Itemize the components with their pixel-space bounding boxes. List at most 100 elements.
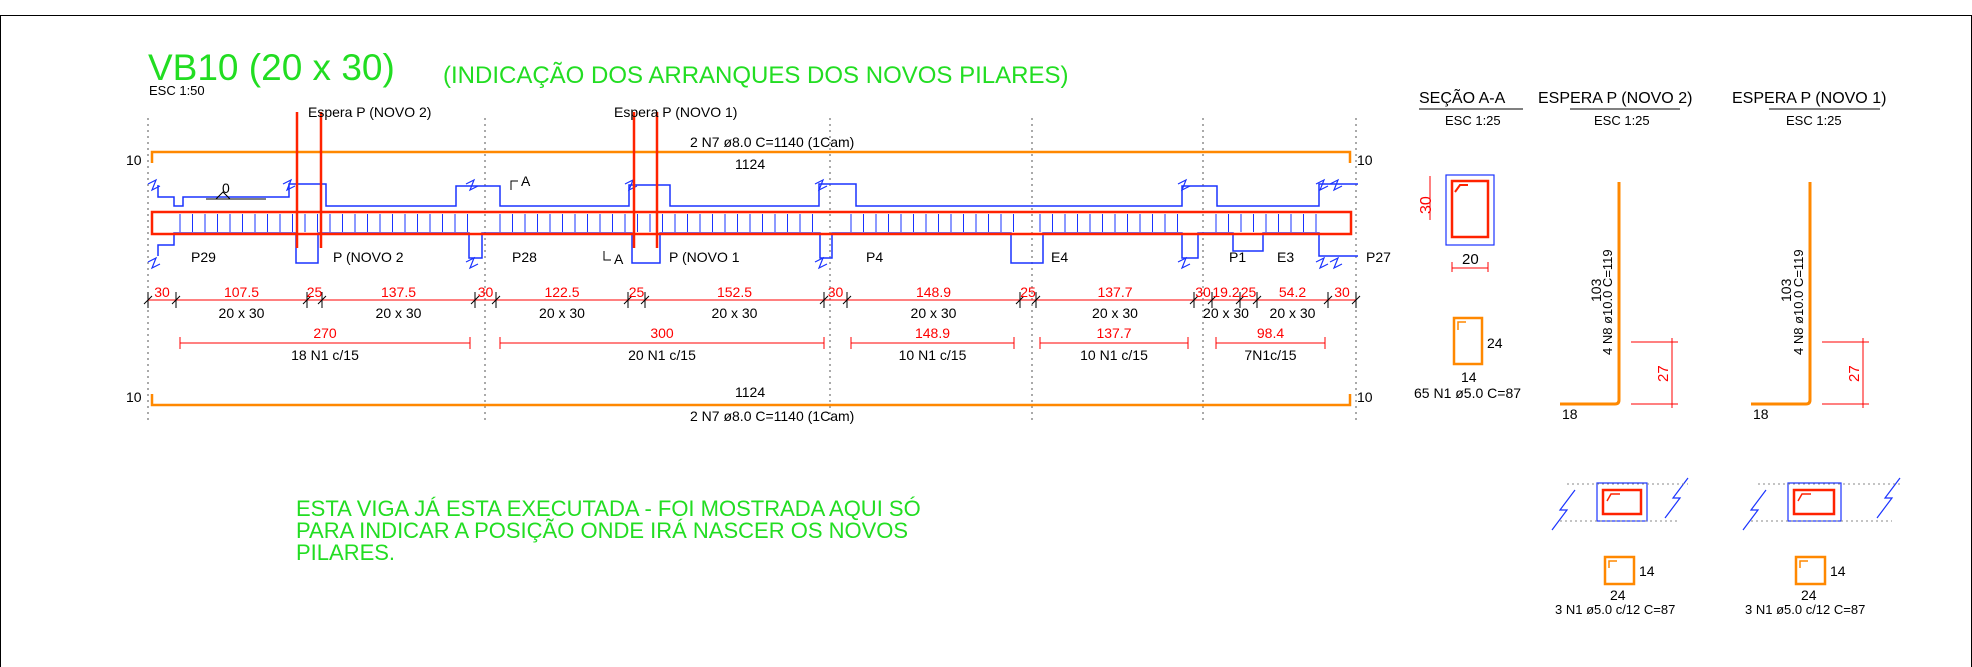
bottom-bar-hook-left: 10 bbox=[126, 389, 142, 405]
top-bar: 2 N7 ø8.0 C=1140 (1Cam) 1124 10 10 bbox=[126, 134, 1373, 172]
stirrup-group-dimensions: 270 18 N1 c/15 300 20 N1 c/15 148.9 10 N1 c/1… bbox=[179, 325, 1326, 363]
span-dimension-line: 30 107.5 20 x 30 25 137.5 20 x 30 30 122.5 20 x … bbox=[143, 284, 1361, 321]
span-section-size: 20 x 30 bbox=[1270, 305, 1316, 321]
span-section-size: 20 x 30 bbox=[1092, 305, 1138, 321]
support-label: E3 bbox=[1277, 249, 1294, 265]
span-dimension: 30 bbox=[828, 284, 844, 300]
span-dimension: 25 bbox=[1241, 284, 1257, 300]
espera-detail-title: ESPERA P (NOVO 2) bbox=[1538, 90, 1692, 107]
span-section-size: 20 x 30 bbox=[712, 305, 758, 321]
espera-detail-stirrup-spec: 3 N1 ø5.0 c/12 C=87 bbox=[1745, 602, 1865, 617]
espera-label-novo1: Espera P (NOVO 1) bbox=[614, 104, 737, 120]
span-section-size: 20 x 30 bbox=[539, 305, 585, 321]
span-section-size: 20 x 30 bbox=[219, 305, 265, 321]
espera-detail-stirrup-spec: 3 N1 ø5.0 c/12 C=87 bbox=[1555, 602, 1675, 617]
span-dimension: 25 bbox=[307, 284, 323, 300]
espera-detail-stirrup-height: 14 bbox=[1639, 563, 1655, 579]
beam-elevation: 0 A A bbox=[147, 173, 1358, 270]
stirrup-group-length: 98.4 bbox=[1257, 325, 1284, 341]
section-aa-scale: ESC 1:25 bbox=[1445, 113, 1501, 128]
espera-detail-bar-length: 103 bbox=[1778, 278, 1794, 302]
espera-detail-bar-spec: 4 N8 ø10.0 C=119 bbox=[1791, 249, 1806, 355]
espera-detail-hook: 18 bbox=[1753, 406, 1769, 422]
espera-detail-bar-length: 103 bbox=[1588, 278, 1604, 302]
top-bar-spec: 2 N7 ø8.0 C=1140 (1Cam) bbox=[690, 134, 854, 150]
espera-detail-novo2: ESPERA P (NOVO 2) ESC 1:25 103 4 N8 ø10.… bbox=[1538, 90, 1692, 617]
top-bar-length: 1124 bbox=[735, 156, 765, 172]
execution-note: ESTA VIGA JÁ ESTA EXECUTADA - FOI MOSTRA… bbox=[296, 496, 921, 565]
support-label: P27 bbox=[1366, 249, 1391, 265]
support-label: P1 bbox=[1229, 249, 1246, 265]
span-dimension: 152.5 bbox=[717, 284, 752, 300]
stirrup-group-length: 300 bbox=[650, 325, 674, 341]
beam-scale: ESC 1:50 bbox=[149, 83, 205, 98]
section-cut-bottom-label: A bbox=[614, 251, 624, 267]
top-bar-hook-left: 10 bbox=[126, 152, 142, 168]
span-dimension: 148.9 bbox=[916, 284, 951, 300]
espera-detail-bar-spec: 4 N8 ø10.0 C=119 bbox=[1600, 249, 1615, 355]
section-aa-stirrup-height: 24 bbox=[1487, 335, 1503, 351]
espera-detail-stirrup-width: 24 bbox=[1610, 587, 1626, 603]
stirrup-group-length: 148.9 bbox=[915, 325, 950, 341]
span-section-size: 20 x 30 bbox=[911, 305, 957, 321]
espera-detail-hook: 18 bbox=[1562, 406, 1578, 422]
stirrup-group-spec: 10 N1 c/15 bbox=[1080, 347, 1148, 363]
section-cut-markers: A A bbox=[510, 173, 624, 267]
span-dimension: 30 bbox=[478, 284, 494, 300]
span-dimension: 25 bbox=[629, 284, 645, 300]
span-dimension: 122.5 bbox=[544, 284, 579, 300]
section-aa: SEÇÃO A-A ESC 1:25 30 20 24 14 65 N1 ø5.… bbox=[1414, 87, 1523, 401]
span-dimension: 30 bbox=[1334, 284, 1350, 300]
note-line: PILARES. bbox=[296, 540, 395, 565]
espera-detail-novo1: ESPERA P (NOVO 1) ESC 1:25 103 4 N8 ø10.… bbox=[1732, 90, 1901, 617]
espera-detail-scale: ESC 1:25 bbox=[1594, 113, 1650, 128]
espera-detail-title: ESPERA P (NOVO 1) bbox=[1732, 90, 1886, 107]
stirrup-group-spec: 10 N1 c/15 bbox=[899, 347, 967, 363]
span-dimension: 30 bbox=[1195, 284, 1211, 300]
support-label: P4 bbox=[866, 249, 883, 265]
espera-bars-elevation: Espera P (NOVO 2) Espera P (NOVO 1) bbox=[295, 104, 737, 248]
level-mark: 0 bbox=[206, 180, 266, 200]
span-section-size: 20 x 30 bbox=[1203, 305, 1249, 321]
stirrup-group-spec: 20 N1 c/15 bbox=[628, 347, 696, 363]
espera-label-novo2: Espera P (NOVO 2) bbox=[308, 104, 431, 120]
top-bar-hook-right: 10 bbox=[1357, 152, 1373, 168]
bottom-bar: 1124 2 N7 ø8.0 C=1140 (1Cam) 10 10 bbox=[126, 384, 1373, 424]
support-labels: P29 P (NOVO 2 P28 P (NOVO 1 P4 E4 P1 E3 … bbox=[191, 249, 1391, 265]
bottom-bar-length: 1124 bbox=[735, 384, 765, 400]
section-aa-title: SEÇÃO A-A bbox=[1419, 87, 1506, 107]
span-dimension: 137.7 bbox=[1097, 284, 1132, 300]
stirrup-group-length: 137.7 bbox=[1096, 325, 1131, 341]
espera-detail-lap: 27 bbox=[1846, 365, 1863, 382]
support-label: P29 bbox=[191, 249, 216, 265]
stirrup-group-length: 270 bbox=[313, 325, 337, 341]
support-label: P (NOVO 2 bbox=[333, 249, 404, 265]
support-label: P (NOVO 1 bbox=[669, 249, 740, 265]
section-aa-stirrup-width: 14 bbox=[1461, 369, 1477, 385]
level-value: 0 bbox=[222, 180, 230, 196]
bottom-bar-spec: 2 N7 ø8.0 C=1140 (1Cam) bbox=[690, 408, 854, 424]
note-line: ESTA VIGA JÁ ESTA EXECUTADA - FOI MOSTRA… bbox=[296, 496, 921, 521]
beam-title: VB10 (20 x 30) bbox=[148, 47, 395, 88]
support-label: P28 bbox=[512, 249, 537, 265]
espera-detail-stirrup-width: 24 bbox=[1801, 587, 1817, 603]
section-aa-stirrup-spec: 65 N1 ø5.0 C=87 bbox=[1414, 385, 1521, 401]
support-label: E4 bbox=[1051, 249, 1068, 265]
span-dimension: 107.5 bbox=[224, 284, 259, 300]
span-section-size: 20 x 30 bbox=[376, 305, 422, 321]
stirrup-group-spec: 18 N1 c/15 bbox=[291, 347, 359, 363]
section-aa-height: 30 bbox=[1418, 196, 1435, 214]
espera-detail-scale: ESC 1:25 bbox=[1786, 113, 1842, 128]
span-dimension: 137.5 bbox=[381, 284, 416, 300]
span-dimension: 30 bbox=[154, 284, 170, 300]
espera-detail-stirrup-height: 14 bbox=[1830, 563, 1846, 579]
span-dimension: 19.2 bbox=[1212, 284, 1239, 300]
note-line: PARA INDICAR A POSIÇÃO ONDE IRÁ NASCER O… bbox=[296, 518, 908, 543]
bottom-bar-hook-right: 10 bbox=[1357, 389, 1373, 405]
span-dimension: 54.2 bbox=[1279, 284, 1306, 300]
section-cut-top-label: A bbox=[521, 173, 531, 189]
section-aa-width: 20 bbox=[1462, 251, 1479, 268]
span-dimension: 25 bbox=[1020, 284, 1036, 300]
stirrup-group-spec: 7N1c/15 bbox=[1244, 347, 1296, 363]
